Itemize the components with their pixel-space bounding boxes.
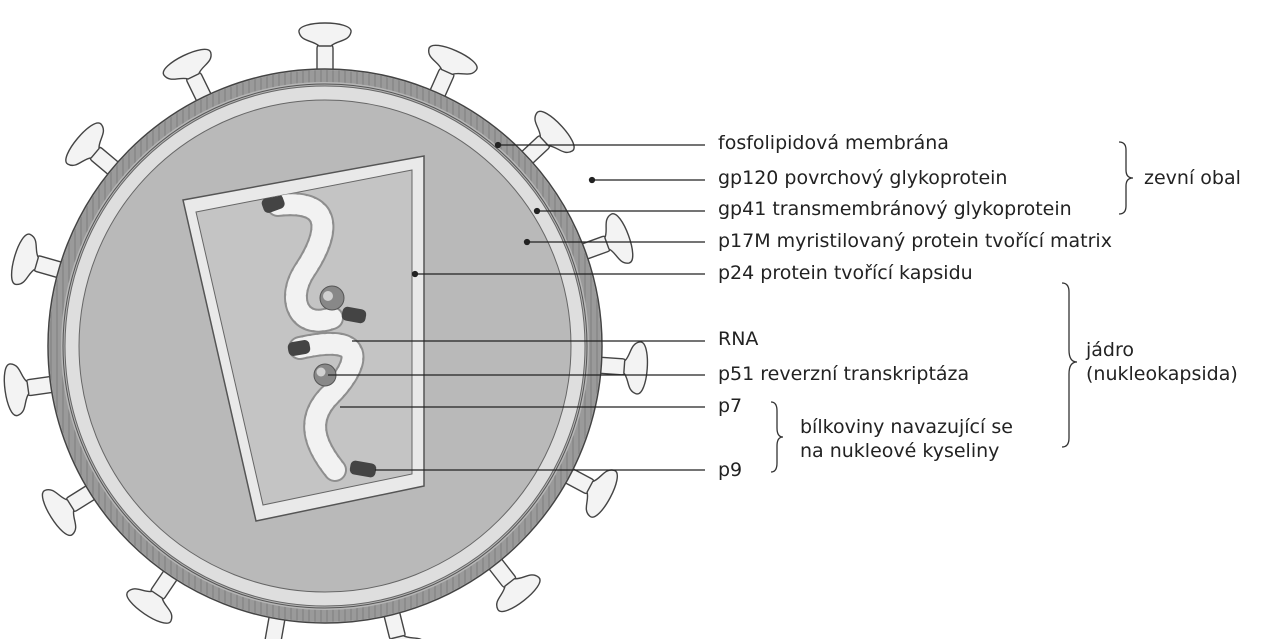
- group-label-core-line1: jádro: [1086, 338, 1238, 362]
- label-p51: p51 reverzní transkriptáza: [718, 365, 969, 384]
- label-p17m: p17M myristilovaný protein tvořící matri…: [718, 232, 1112, 251]
- label-phospholipid-membrane: fosfolipidová membrána: [718, 134, 949, 153]
- group-label-core: jádro (nukleokapsida): [1086, 338, 1238, 386]
- label-rna: RNA: [718, 330, 758, 349]
- label-p7: p7: [718, 397, 742, 416]
- label-p24: p24 protein tvořící kapsidu: [718, 264, 973, 283]
- label-gp120: gp120 povrchový glykoprotein: [718, 169, 1007, 188]
- group-label-nucleic-binding: bílkoviny navazující se na nukleové kyse…: [800, 415, 1013, 463]
- label-p9: p9: [718, 461, 742, 480]
- label-gp41: gp41 transmembránový glykoprotein: [718, 200, 1072, 219]
- group-label-core-line2: (nukleokapsida): [1086, 362, 1238, 386]
- group-label-nucleic-binding-line1: bílkoviny navazující se: [800, 415, 1013, 439]
- group-label-nucleic-binding-line2: na nukleové kyseliny: [800, 439, 1013, 463]
- group-label-envelope: zevní obal: [1144, 169, 1241, 188]
